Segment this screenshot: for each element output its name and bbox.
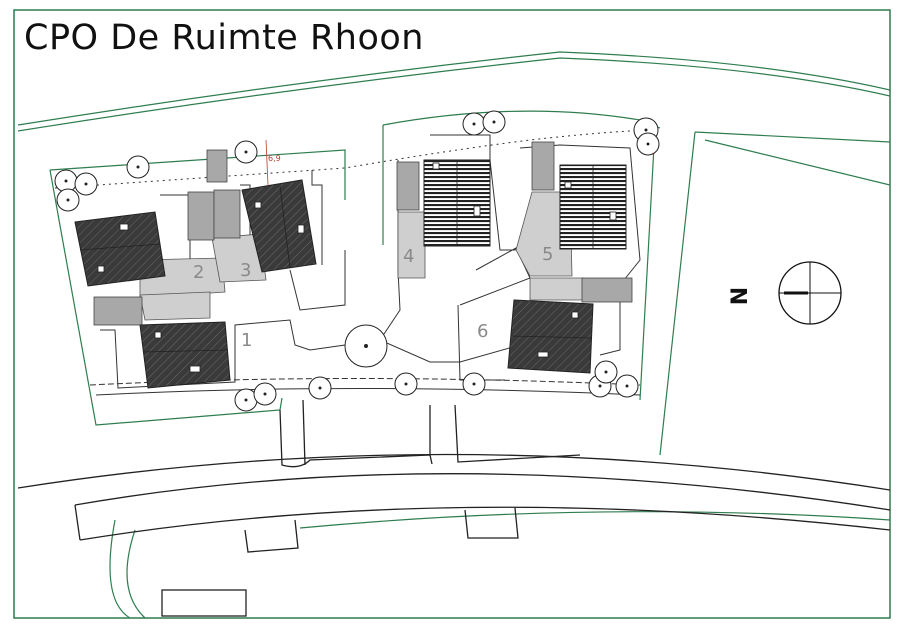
plot-number-1: 1 <box>241 330 252 351</box>
roof-details <box>79 160 617 373</box>
map-title: CPO De Ruimte Rhoon <box>24 18 424 58</box>
dimension-label: 6,9 <box>268 154 281 163</box>
plot-number-3: 3 <box>240 260 251 281</box>
dimension-line <box>265 139 269 186</box>
map-frame <box>13 9 891 619</box>
plot-number-4: 4 <box>403 246 414 267</box>
roof-plot-1b <box>139 321 231 389</box>
plot-number-6: 6 <box>477 321 488 342</box>
shed-blocks <box>93 141 633 326</box>
north-arrow <box>778 261 842 325</box>
trees <box>54 110 660 412</box>
road <box>17 399 891 617</box>
plot-number-5: 5 <box>542 244 553 265</box>
roof-plot-1 <box>74 211 166 287</box>
paving-areas <box>139 191 585 321</box>
plot-number-2: 2 <box>193 262 204 283</box>
parcel-boundaries <box>17 51 891 619</box>
north-label: N <box>728 287 753 305</box>
